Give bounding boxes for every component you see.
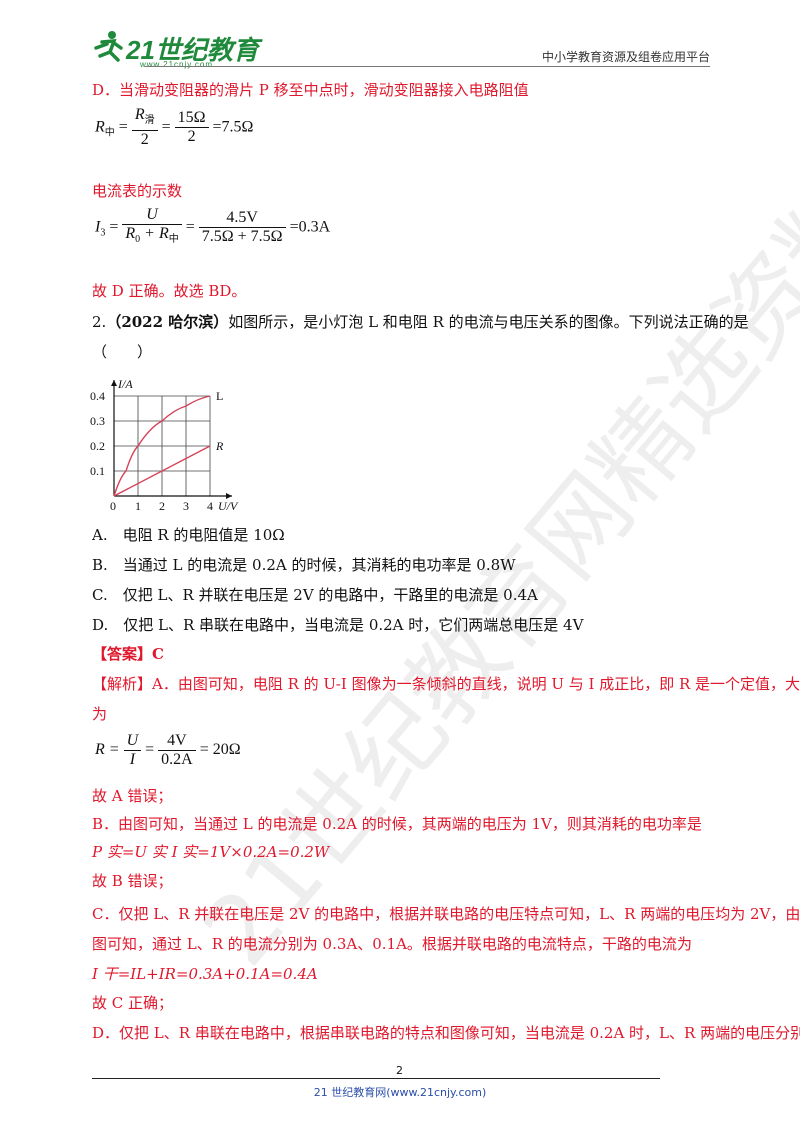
series-label-L: L	[216, 389, 223, 403]
option-b[interactable]: B. 当通过 L 的电流是 0.2A 的时候，其消耗的电功率是 0.8W	[92, 556, 516, 574]
question-number: 2.	[92, 313, 107, 331]
y-tick-label: 0.4	[90, 389, 105, 403]
iu-graph: 0 1 2 3 4 0.1 0.2 0.3 0.4U/V I/A L R	[90, 377, 239, 513]
logo-text: 21世纪教育	[126, 35, 259, 65]
option-a[interactable]: A. 电阻 R 的电阻值是 10Ω	[92, 526, 285, 544]
analysis-c-line3: I 干=IL+IR=0.3A+0.1A=0.4A	[92, 965, 318, 983]
question-2-stem: 2.（2022 哈尔滨）如图所示，是小灯泡 L 和电阻 R 的电流与电压关系的图…	[92, 312, 749, 332]
x-tick-label: 0	[110, 499, 116, 513]
prev-option-d-line: D．当滑动变阻器的滑片 P 移至中点时，滑动变阻器接入电路阻值	[92, 81, 529, 99]
footer-rule	[92, 1078, 660, 1079]
analysis-d-line1: D．仅把 L、R 串联在电路中，根据串联电路的特点和图像可知，当电流是 0.2A…	[92, 1024, 800, 1042]
ammeter-reading-label: 电流表的示数	[92, 182, 183, 200]
analysis-b-line2: P 实=U 实 I 实=1V×0.2A=0.2W	[92, 843, 330, 861]
option-c[interactable]: C. 仅把 L、R 并联在电压是 2V 的电路中，干路里的电流是 0.4A	[92, 586, 538, 604]
option-d[interactable]: D. 仅把 L、R 串联在电路中，当电流是 0.2A 时，它们两端总电压是 4V	[92, 616, 584, 634]
question-stem-text: 如图所示，是小灯泡 L 和电阻 R 的电流与电压关系的图像。下列说法正确的是	[228, 313, 749, 331]
series-label-R: R	[215, 439, 224, 453]
analysis-c-line1: C．仅把 L、R 并联在电压是 2V 的电路中，根据并联电路的电压特点可知，L、…	[92, 905, 800, 923]
analysis-a-line1: 【解析】A．由图可知，电阻 R 的 U-I 图像为一条倾斜的直线，说明 U 与 …	[92, 675, 800, 693]
y-tick-label: 0.1	[90, 464, 105, 478]
analysis-c-line2: 图可知，通过 L、R 的电流分别为 0.3A、0.1A。根据并联电路的电流特点，…	[92, 935, 692, 953]
header-platform-text: 中小学教育资源及组卷应用平台	[541, 50, 710, 64]
question-2-blank: （ ）	[92, 343, 153, 361]
header-rule	[145, 66, 710, 67]
x-axis-arrow	[226, 493, 232, 499]
prev-conclusion: 故 D 正确。故选 BD。	[92, 282, 247, 300]
analysis-c-right: 故 C 正确；	[92, 994, 174, 1012]
logo-url: www.21cnjy.com	[140, 60, 213, 69]
y-tick-label: 0.2	[90, 439, 105, 453]
header-logo: 21世纪教育 www.21cnjy.com	[90, 28, 260, 72]
x-tick-label: 1	[135, 499, 141, 513]
x-tick-label: 2	[159, 499, 165, 513]
footer-page-number: 2	[396, 1064, 403, 1077]
y-axis-arrow	[111, 380, 117, 386]
x-tick-label: 4	[207, 499, 213, 513]
analysis-a-wrong: 故 A 错误；	[92, 787, 173, 805]
analysis-a-line2: 为	[92, 705, 108, 723]
runner-icon	[94, 31, 123, 62]
series-line-R	[113, 445, 211, 497]
series-line-L	[113, 395, 211, 497]
answer-label: 【答案】C	[92, 645, 164, 663]
y-tick-label: 0.3	[90, 414, 105, 428]
analysis-b-wrong: 故 B 错误；	[92, 872, 173, 890]
question-source: （2022 哈尔滨）	[106, 313, 229, 331]
y-axis-label: I/A	[117, 377, 133, 391]
analysis-b-line1: B．由图可知，当通过 L 的电流是 0.2A 的时候，其两端的电压为 1V，则其…	[92, 815, 702, 833]
x-axis-label: U/V	[218, 499, 239, 513]
x-tick-label: 3	[183, 499, 189, 513]
footer-site-link[interactable]: 21 世纪教育网(www.21cnjy.com)	[313, 1086, 487, 1099]
